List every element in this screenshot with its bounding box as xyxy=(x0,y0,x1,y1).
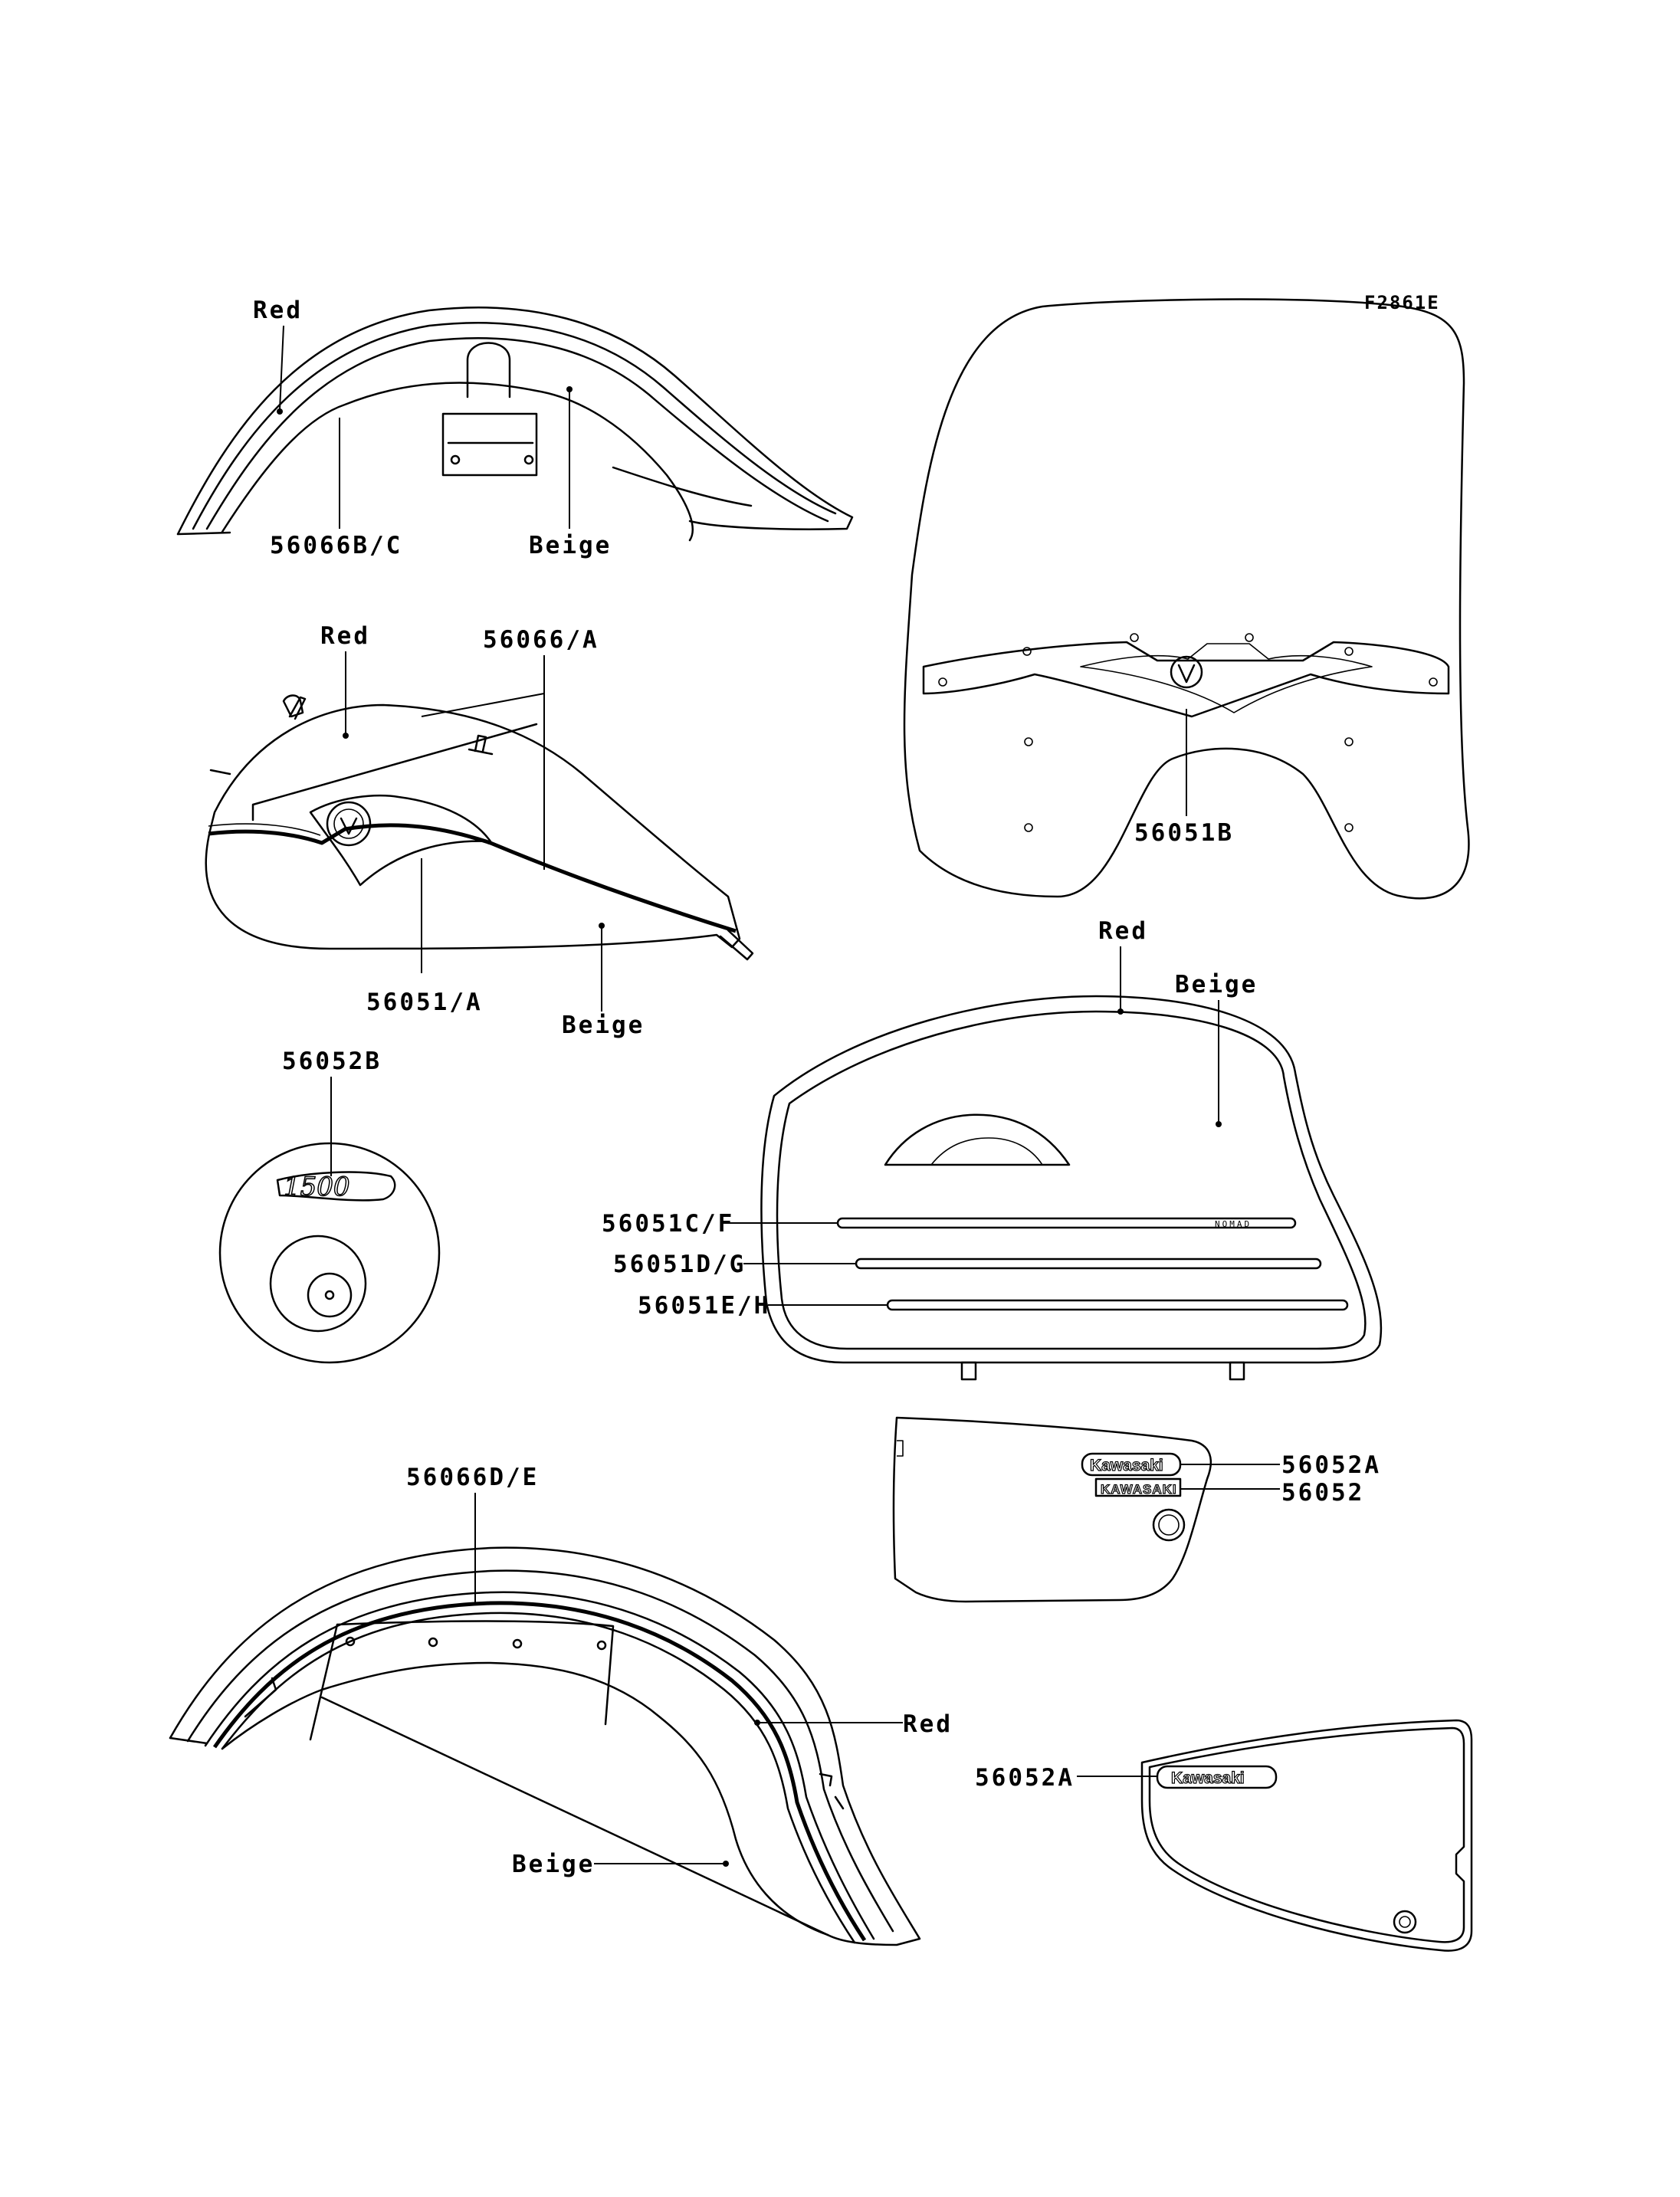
saddlebag-stripe-label-1: 56051C/F xyxy=(602,1210,734,1238)
side-cover-right: Kawasaki KAWASAKI xyxy=(892,1416,1212,1603)
saddlebag-stripe-text: NOMAD xyxy=(1215,1219,1252,1229)
fuel-tank-beige-label: Beige xyxy=(562,1012,645,1039)
saddlebag-red-label: Red xyxy=(1098,917,1148,945)
front-fender-beige-label: Beige xyxy=(529,532,612,559)
fuel-tank-emblem-part-label: 56051/A xyxy=(366,989,483,1016)
speedometer-cover-callouts: 56052B xyxy=(282,1048,382,1176)
saddlebag: NOMAD xyxy=(760,995,1383,1381)
rear-fender xyxy=(169,1546,921,1946)
side-cover-right-logo-text: Kawasaki xyxy=(1090,1457,1163,1474)
rear-fender-part-label: 56066D/E xyxy=(406,1464,539,1491)
saddlebag-callouts: Red Beige 56051C/F 56051D/G 56051E/H xyxy=(602,917,1258,1320)
figure-code: F2861E xyxy=(1364,292,1440,313)
side-cover-right-callouts: 56052A 56052 xyxy=(1180,1451,1381,1507)
side-cover-left: Kawasaki xyxy=(1140,1719,1473,1952)
speedometer-emblem-text: 1500 xyxy=(284,1172,350,1202)
side-cover-left-callouts: 56052A xyxy=(975,1764,1157,1792)
rear-fender-callouts: 56066D/E Red Beige xyxy=(406,1464,953,1878)
fuel-tank xyxy=(205,694,754,961)
saddlebag-stripe-label-2: 56051D/G xyxy=(613,1251,746,1278)
fuel-tank-callouts: Red 56066/A 56051/A Beige xyxy=(320,622,645,1039)
fuel-tank-red-label: Red xyxy=(320,622,370,650)
windshield xyxy=(903,298,1470,900)
windshield-callouts: 56051B xyxy=(1134,709,1234,847)
front-fender-callouts: Red 56066B/C Beige xyxy=(253,297,612,559)
front-fender-part-label: 56066B/C xyxy=(270,532,402,559)
saddlebag-stripe-label-3: 56051E/H xyxy=(638,1292,770,1320)
side-cover-right-logo-part-label: 56052A xyxy=(1281,1451,1381,1479)
rear-fender-beige-label: Beige xyxy=(512,1851,595,1878)
side-cover-left-logo-text: Kawasaki xyxy=(1171,1769,1245,1787)
side-cover-left-logo-part-label: 56052A xyxy=(975,1764,1075,1792)
rear-fender-red-label: Red xyxy=(903,1710,953,1738)
front-fender xyxy=(176,306,854,542)
saddlebag-beige-label: Beige xyxy=(1175,971,1258,998)
speedometer-cover: 1500 xyxy=(218,1142,441,1364)
side-cover-right-plate-text: KAWASAKI xyxy=(1101,1482,1177,1497)
fuel-tank-stripe-part-label: 56066/A xyxy=(483,626,599,654)
side-cover-right-plate-part-label: 56052 xyxy=(1281,1479,1364,1507)
speedometer-part-label: 56052B xyxy=(282,1048,382,1075)
windshield-part-label: 56051B xyxy=(1134,819,1234,847)
front-fender-red-label: Red xyxy=(253,297,303,324)
